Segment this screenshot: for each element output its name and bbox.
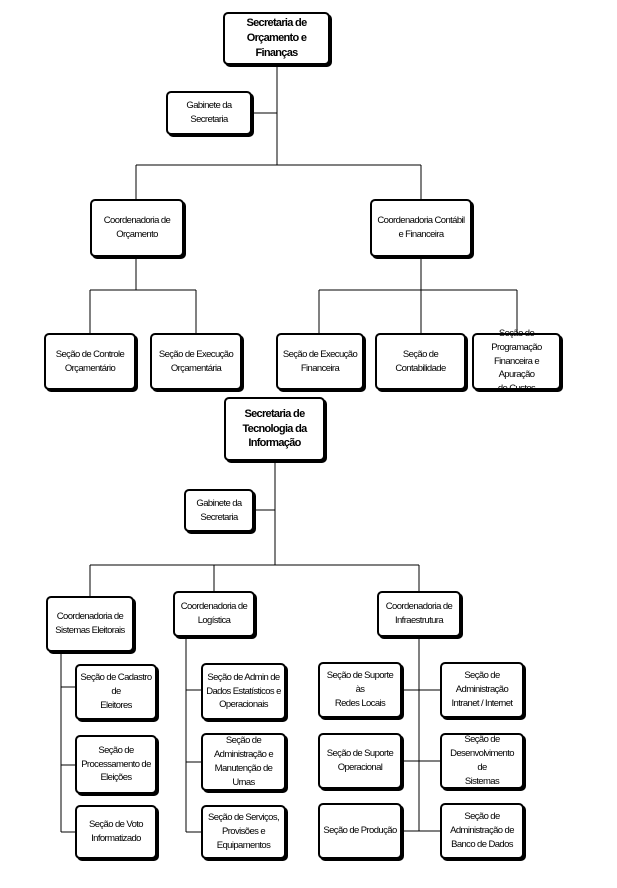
- secao-servicos-provisoes-box: Seção de Serviços, Provisões e Equipamen…: [201, 805, 286, 859]
- secao-desenvolvimento-sistemas-box: Seção de Desenvolvimento de Sistemas: [440, 733, 524, 789]
- secao-voto-informatizado-box: Seção de Voto Informatizado: [75, 805, 157, 859]
- secretaria-financas-box: Secretaria de Orçamento e Finanças: [223, 12, 330, 65]
- secao-controle-orcamentario-box: Seção de Controle Orçamentário: [44, 333, 136, 390]
- secao-suporte-redes-box: Seção de Suporte às Redes Locais: [318, 662, 402, 718]
- secao-intranet-internet-box: Seção de Administração Intranet / Intern…: [440, 662, 524, 718]
- coord-sistemas-eleitorais-box: Coordenadoria de Sistemas Eleitorais: [46, 596, 134, 652]
- secao-contabilidade-box: Seção de Contabilidade: [375, 333, 466, 390]
- gabinete-ti-box: Gabinete da Secretaria: [184, 489, 254, 532]
- coord-orcamento-box: Coordenadoria de Orçamento: [90, 199, 184, 257]
- gabinete-financas-box: Gabinete da Secretaria: [166, 91, 252, 135]
- secao-execucao-financeira-box: Seção de Execução Financeira: [276, 333, 364, 390]
- secao-programacao-financeira-box: Seção de Programação Financeira e Apuraç…: [472, 328, 561, 394]
- secao-cadastro-eleitores-box: Seção de Cadastro de Eleitores: [75, 664, 157, 720]
- coord-infraestrutura-box: Coordenadoria de Infraestrutura: [377, 591, 461, 637]
- secao-banco-dados-box: Seção de Administração de Banco de Dados: [440, 803, 524, 859]
- coord-contabil-box: Coordenadoria Contábil e Financeira: [370, 199, 472, 257]
- secao-admin-dados-box: Seção de Admin de Dados Estatísticos e O…: [201, 663, 286, 720]
- secao-processamento-eleicoes-box: Seção de Processamento de Eleições: [75, 735, 157, 794]
- secretaria-ti-box: Secretaria de Tecnologia da Informação: [224, 397, 325, 461]
- secao-execucao-orcamentaria-box: Seção de Execução Orçamentária: [150, 333, 242, 390]
- secao-manutencao-urnas-box: Seção de Administração e Manutenção de U…: [201, 733, 286, 791]
- secao-producao-box: Seção de Produção: [318, 803, 402, 859]
- secao-suporte-operacional-box: Seção de Suporte Operacional: [318, 733, 402, 789]
- coord-logistica-box: Coordenadoria de Logística: [173, 591, 255, 637]
